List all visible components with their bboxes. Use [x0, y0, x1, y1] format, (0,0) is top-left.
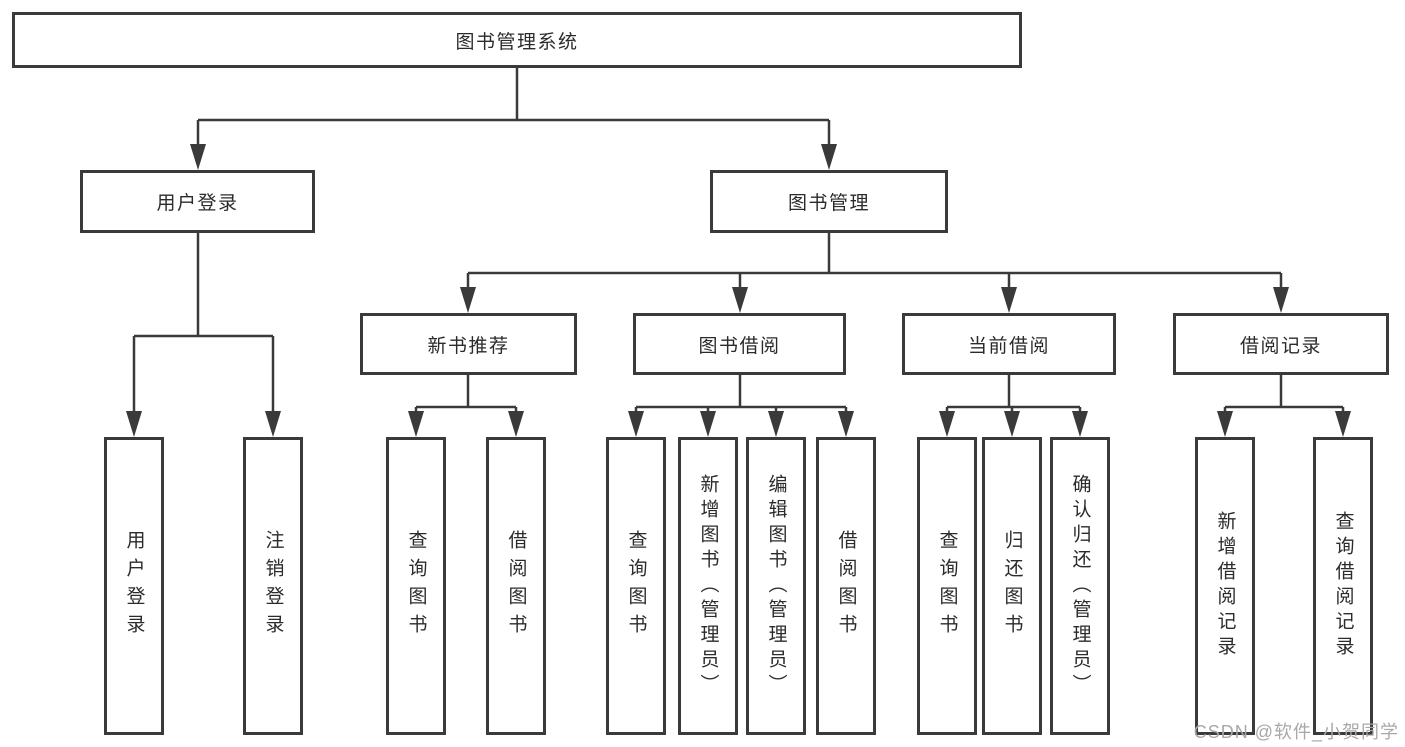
leaf-user-login: 用户登录 — [104, 437, 164, 735]
node-current-borrowing: 当前借阅 — [902, 313, 1116, 375]
node-user-login: 用户登录 — [80, 170, 315, 233]
node-library-management-system: 图书管理系统 — [12, 12, 1022, 68]
leaf-edit-book-admin: 编辑图书（管理员） — [746, 437, 806, 735]
leaf-add-book-admin: 新增图书（管理员） — [678, 437, 738, 735]
node-book-management: 图书管理 — [710, 170, 948, 233]
node-borrowing-records: 借阅记录 — [1173, 313, 1389, 375]
leaf-confirm-return-admin: 确认归还（管理员） — [1050, 437, 1110, 735]
node-book-borrowing: 图书借阅 — [633, 313, 846, 375]
leaf-borrow-books-recommend: 借阅图书 — [486, 437, 546, 735]
leaf-query-books-current: 查询图书 — [917, 437, 977, 735]
leaf-return-books: 归还图书 — [982, 437, 1042, 735]
leaf-add-borrow-record: 新增借阅记录 — [1195, 437, 1255, 735]
leaf-query-books-recommend: 查询图书 — [386, 437, 446, 735]
leaf-query-books-borrow: 查询图书 — [606, 437, 666, 735]
leaf-borrow-books-borrow: 借阅图书 — [816, 437, 876, 735]
leaf-query-borrow-record: 查询借阅记录 — [1313, 437, 1373, 735]
node-new-book-recommendation: 新书推荐 — [360, 313, 577, 375]
watermark: CSDN @软件_小贺同学 — [1193, 722, 1399, 742]
leaf-logout: 注销登录 — [243, 437, 303, 735]
